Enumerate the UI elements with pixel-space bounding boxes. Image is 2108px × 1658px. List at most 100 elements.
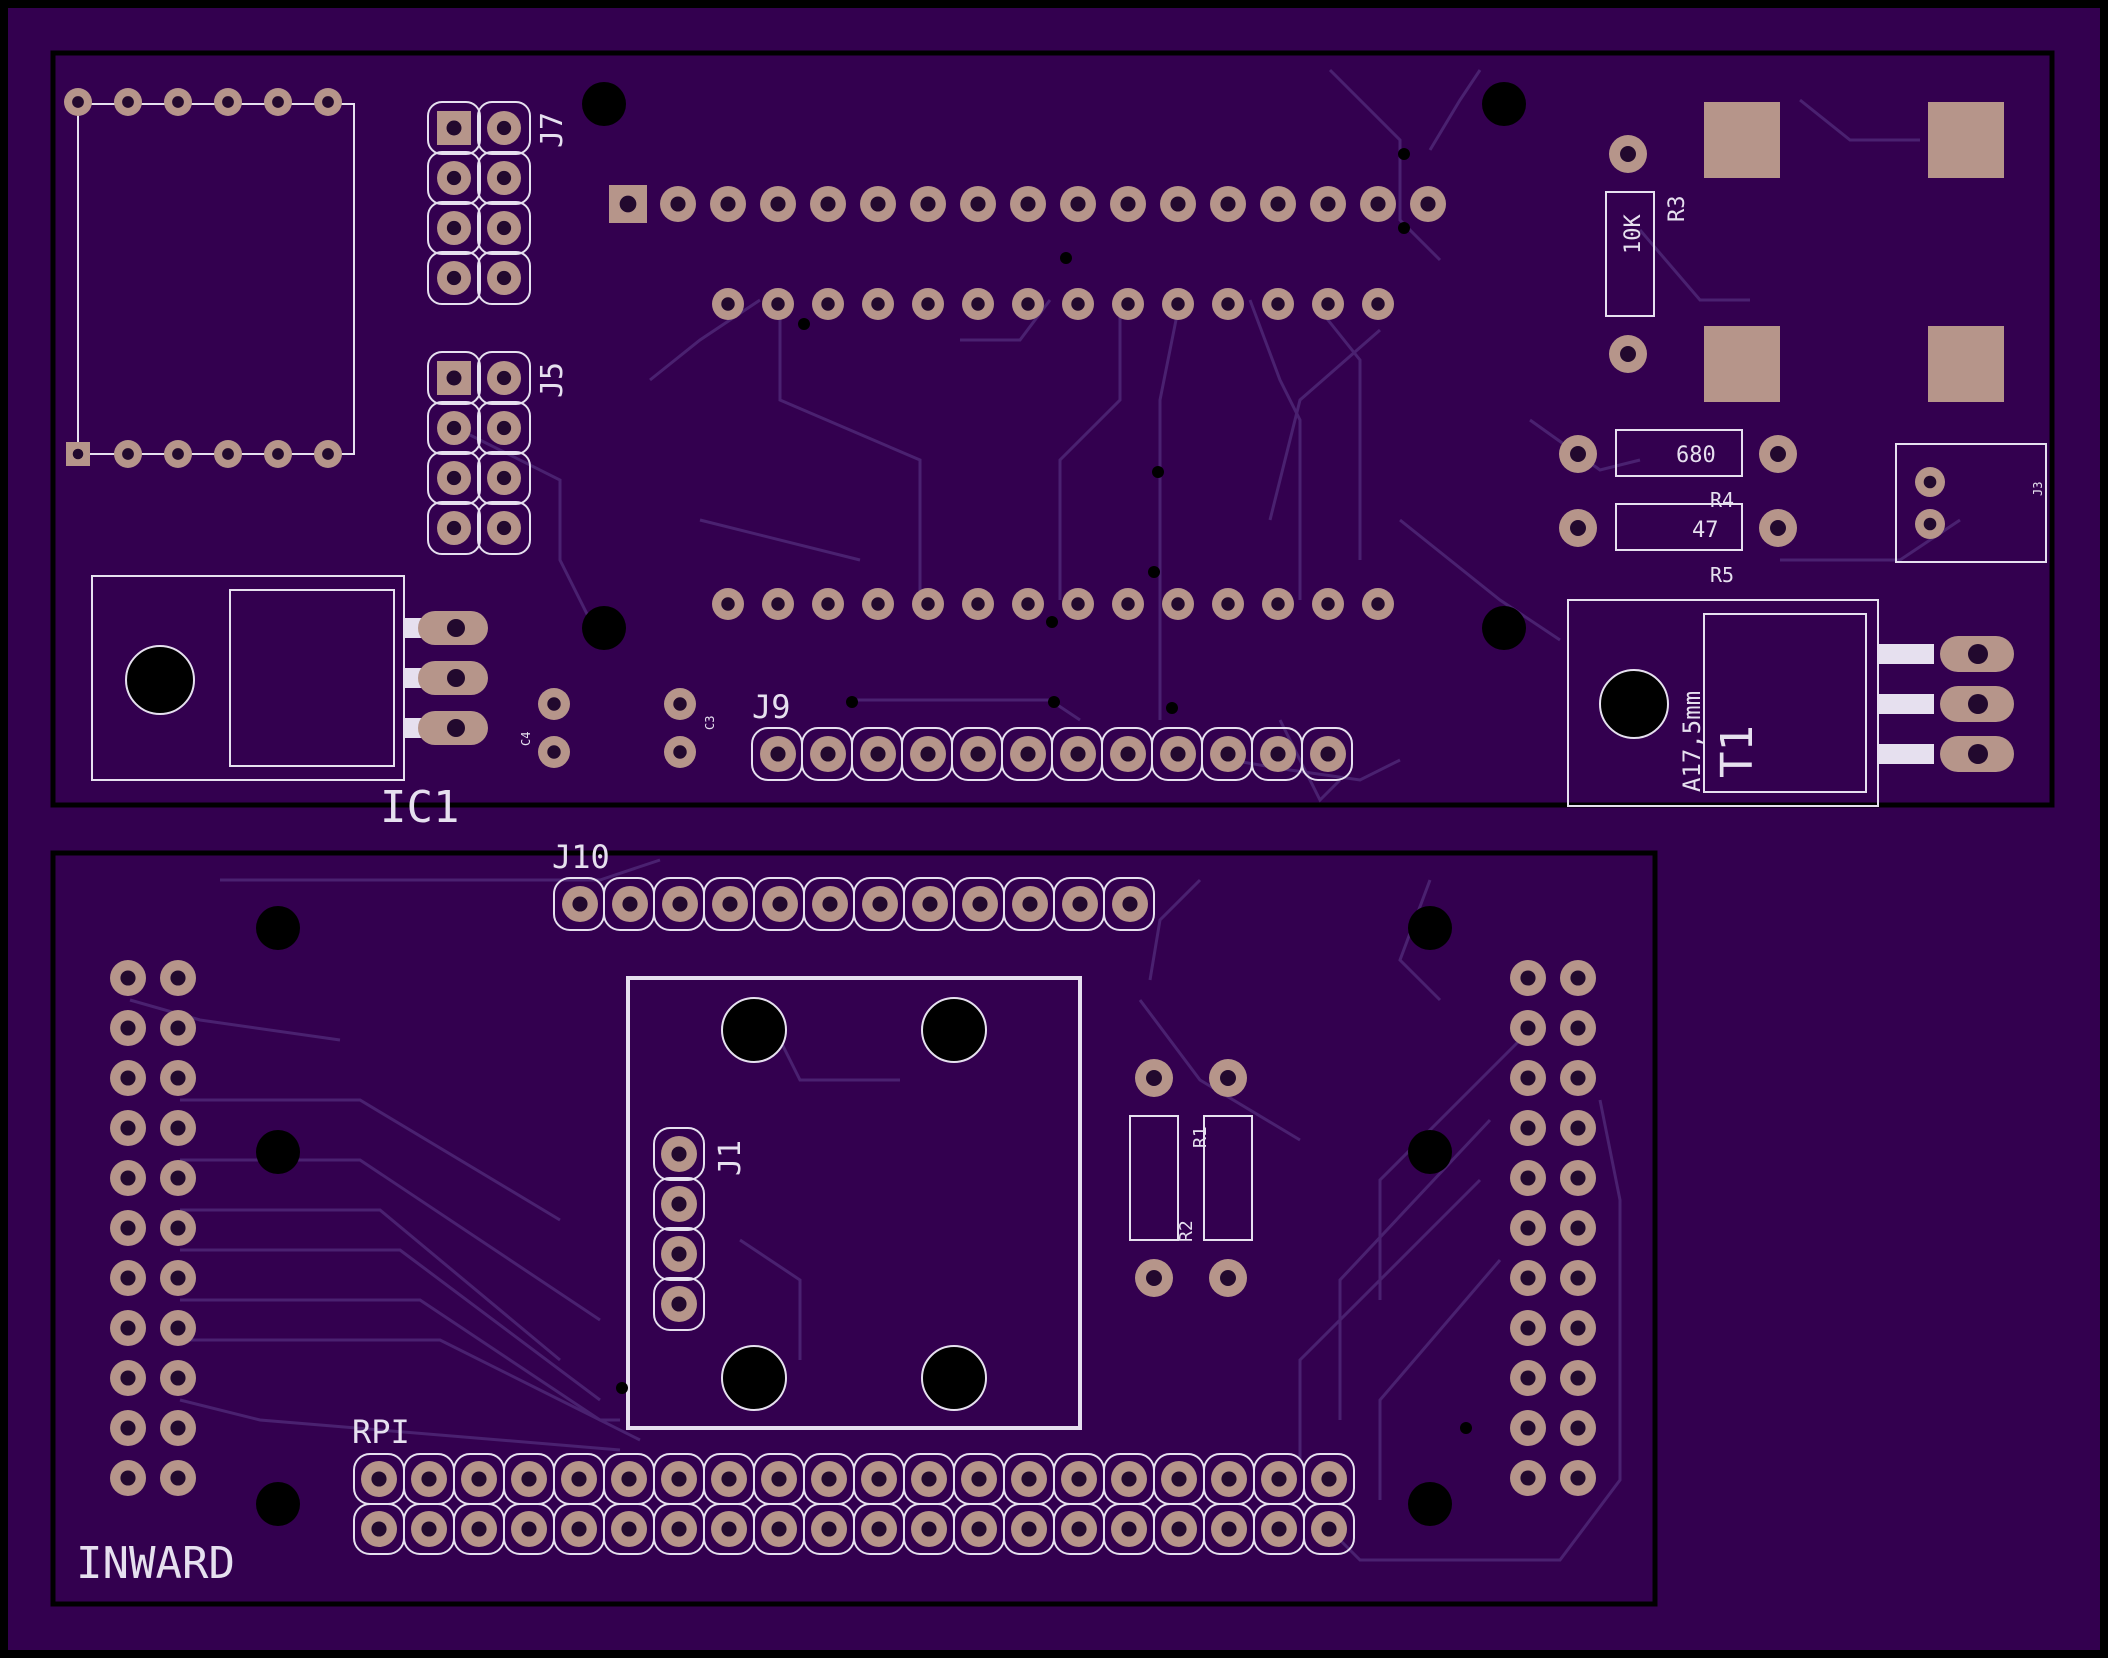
label-r4-value: 680 <box>1676 443 1716 468</box>
left-header-pad-hole-150 <box>120 1470 136 1486</box>
left-header-pad-hole-134 <box>120 1270 136 1286</box>
header-top-pad-hole-39 <box>1120 196 1136 212</box>
trace-27 <box>180 1208 561 1362</box>
rpi-pad-hole-179 <box>771 1521 787 1537</box>
right-header-pad-hole-148 <box>1520 1420 1536 1436</box>
j3-pad-hole-97 <box>1923 517 1937 531</box>
r2-pad-hole-160 <box>1146 1270 1162 1286</box>
top-board-outline <box>50 50 2055 808</box>
rpi-pad-hole-166 <box>471 1471 487 1487</box>
drill-hole-4 <box>1482 606 1526 650</box>
j7-pad-hole-19 <box>446 270 462 286</box>
header-top-pad-hole-45 <box>1420 196 1436 212</box>
socket-top-pad-hole-52 <box>1021 297 1035 311</box>
via-5 <box>1152 466 1164 478</box>
module-top-pad-hole-5 <box>272 96 284 108</box>
rpi-pad-hole-165 <box>421 1521 437 1537</box>
drill-hole-12 <box>1408 1482 1452 1526</box>
silkscreen <box>77 101 2047 1555</box>
trace-37 <box>1338 1099 1622 1562</box>
header-top-pad-hole-40 <box>1170 196 1186 212</box>
socket-top-pad-hole-49 <box>871 297 885 311</box>
r4-pad-hole-93 <box>1770 446 1786 462</box>
rpi-pad-hole-178 <box>771 1471 787 1487</box>
rpi-pad-hole-172 <box>621 1471 637 1487</box>
j5-pad-hole-21 <box>446 370 462 386</box>
label-rpi: RPI <box>352 1413 410 1451</box>
trace-30 <box>180 1338 641 1442</box>
socket-bottom-pad-hole-68 <box>1121 597 1135 611</box>
r1-pad-hole-161 <box>1220 1270 1236 1286</box>
j10-pad-hole-104 <box>872 896 888 912</box>
j7-outline-0-1 <box>477 101 531 155</box>
header-top-pad-hole-32 <box>770 196 786 212</box>
header-top-pad-hole-35 <box>920 196 936 212</box>
j7-outline-1-0 <box>427 151 481 205</box>
header-top-pad-hole-33 <box>820 196 836 212</box>
via-10 <box>846 696 858 708</box>
socket-top-pad-hole-53 <box>1071 297 1085 311</box>
trace-7 <box>778 300 922 600</box>
right-header-pad-hole-129 <box>1570 1170 1586 1186</box>
trace-15 <box>1399 518 1561 642</box>
r3-pad-hole-90 <box>1620 146 1636 162</box>
trace-21 <box>220 858 661 882</box>
silk-r1-body <box>1203 1115 1253 1241</box>
label-j5: J5 <box>535 362 570 398</box>
trace-24 <box>129 998 341 1042</box>
module-bottom-pad-hole-10 <box>222 448 234 460</box>
smd-pad-3 <box>1704 326 1780 402</box>
right-header-pad-hole-153 <box>1570 1470 1586 1486</box>
label-inward: INWARD <box>76 1538 235 1589</box>
j10-pad-hole-107 <box>1022 896 1038 912</box>
socket-top-pad-hole-58 <box>1321 297 1335 311</box>
trace-16 <box>1529 418 1641 472</box>
rpi-pad-hole-187 <box>971 1521 987 1537</box>
trace-11 <box>1268 328 1381 521</box>
left-header-pad-hole-119 <box>170 1070 186 1086</box>
rpi-pad-hole-182 <box>871 1471 887 1487</box>
right-header-pad-hole-137 <box>1570 1270 1586 1286</box>
trace-39 <box>778 1039 900 1082</box>
right-header-pad-hole-140 <box>1520 1320 1536 1336</box>
rpi-pad-hole-191 <box>1071 1521 1087 1537</box>
trace-3 <box>1799 98 1920 142</box>
socket-bottom-pad-hole-69 <box>1171 597 1185 611</box>
socket-bottom-pad-hole-66 <box>1021 597 1035 611</box>
header-top-pad-hole-36 <box>970 196 986 212</box>
t1-leg-3 <box>1878 744 1934 764</box>
j7-pad-hole-18 <box>496 220 512 236</box>
header-top-pad-hole-37 <box>1020 196 1036 212</box>
trace-28 <box>180 1248 601 1402</box>
left-header-pad-hole-147 <box>170 1420 186 1436</box>
trace-35 <box>1298 1178 1482 1460</box>
silk-j3-outline <box>1895 443 2047 563</box>
j10-pad-hole-106 <box>972 896 988 912</box>
socket-top-pad-hole-56 <box>1221 297 1235 311</box>
j7-pad-hole-20 <box>496 270 512 286</box>
label-j1: J1 <box>713 1140 748 1176</box>
j10-pad-hole-101 <box>722 896 738 912</box>
socket-top-pad-hole-59 <box>1371 297 1385 311</box>
right-header-pad-hole-117 <box>1570 1020 1586 1036</box>
j1-outline-2 <box>653 1177 705 1231</box>
j7-outline-3-1 <box>477 251 531 305</box>
j5-pad-hole-22 <box>496 370 512 386</box>
trace-14 <box>1158 299 1182 720</box>
drill-hole-11 <box>256 1482 300 1526</box>
via-6 <box>1148 566 1160 578</box>
j9-pad-hole-87 <box>1220 746 1236 762</box>
j9-pad-hole-80 <box>870 746 886 762</box>
j10-pad-hole-105 <box>922 896 938 912</box>
j7-outline-0-0 <box>427 101 481 155</box>
rpi-pad-hole-198 <box>1271 1471 1287 1487</box>
trace-34 <box>1338 1118 1492 1420</box>
label-j10: J10 <box>552 838 610 876</box>
socket-top-pad-hole-47 <box>771 297 785 311</box>
label-t1: T1 <box>1712 725 1763 778</box>
j5-outline-3-1 <box>477 501 531 555</box>
label-r1: R1 <box>1190 1126 1211 1148</box>
rpi-pad-hole-180 <box>821 1471 837 1487</box>
module-bottom-pad-hole-12 <box>322 448 334 460</box>
